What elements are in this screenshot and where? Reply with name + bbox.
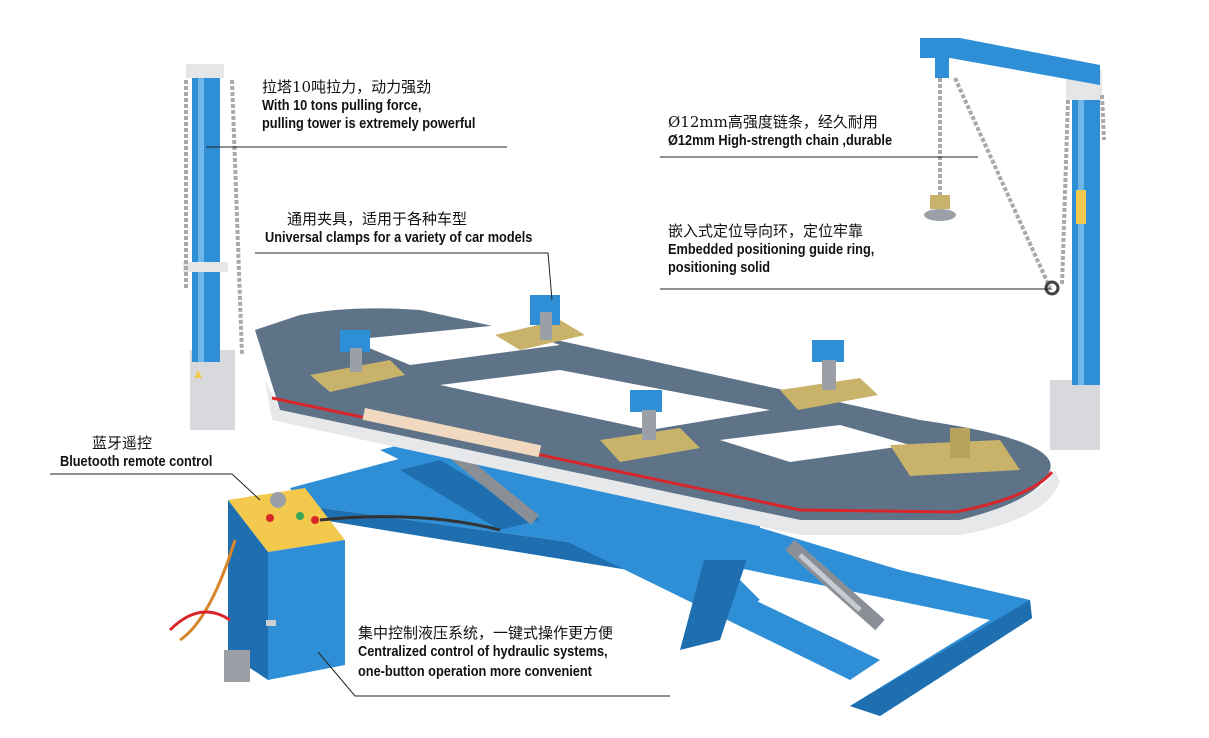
remote-callout-en: Bluetooth remote control [60,453,213,470]
right-pulling-tower [920,38,1106,450]
chain-callout-en: Ø12mm High-strength chain ,durable [668,132,893,149]
clamp-3 [600,390,700,462]
clamp-4 [780,340,878,410]
clamp-1 [495,295,585,350]
tower-callout-en-line1: With 10 tons pulling force, [262,97,422,114]
guide-ring-callout-zh: 嵌入式定位导向环，定位牢靠 [668,222,864,240]
remote-callout-line [50,473,261,501]
tower-callout-zh: 拉塔10吨拉力，动力强劲 [262,78,432,96]
control-cabinet [168,488,501,682]
universal-clamps [310,295,1020,476]
tower-callout: 拉塔10吨拉力，动力强劲 With 10 tons pulling force,… [262,78,505,133]
hydraulic-callout-line [317,651,670,697]
hydraulic-callout-en-line1: Centralized control of hydraulic systems… [358,643,608,660]
hydraulic-callout-en-line2: one-button operation more convenient [358,663,592,680]
clamps-callout-en: Universal clamps for a variety of car mo… [265,229,533,246]
hydraulic-callout: 集中控制液压系统，一键式操作更方便 Centralized control of… [358,624,642,681]
clamp-2 [310,330,405,392]
hydraulic-callout-zh: 集中控制液压系统，一键式操作更方便 [358,624,614,642]
guide-ring-callout-en-line1: Embedded positioning guide ring, [668,241,875,258]
guide-ring-callout: 嵌入式定位导向环，定位牢靠 Embedded positioning guide… [668,222,902,277]
remote-callout-zh: 蓝牙遥控 [92,434,153,452]
remote-callout: 蓝牙遥控 Bluetooth remote control [60,434,233,471]
callout-lines [50,146,1052,697]
tower-callout-en-line2: pulling tower is extremely powerful [262,115,476,132]
guide-ring-callout-en-line2: positioning solid [668,259,771,276]
chain-callout: Ø12mm高强度链条，经久耐用 Ø12mm High-strength chai… [668,113,923,150]
left-pulling-tower [183,64,244,430]
clamp-5 [890,428,1020,476]
clamps-callout-zh: 通用夹具，适用于各种车型 [287,210,468,228]
chain-callout-zh: Ø12mm高强度链条，经久耐用 [668,113,878,131]
clamps-callout-line [255,252,553,301]
clamps-callout: 通用夹具，适用于各种车型 Universal clamps for a vari… [265,210,569,247]
hydraulic-cylinders [451,450,885,631]
